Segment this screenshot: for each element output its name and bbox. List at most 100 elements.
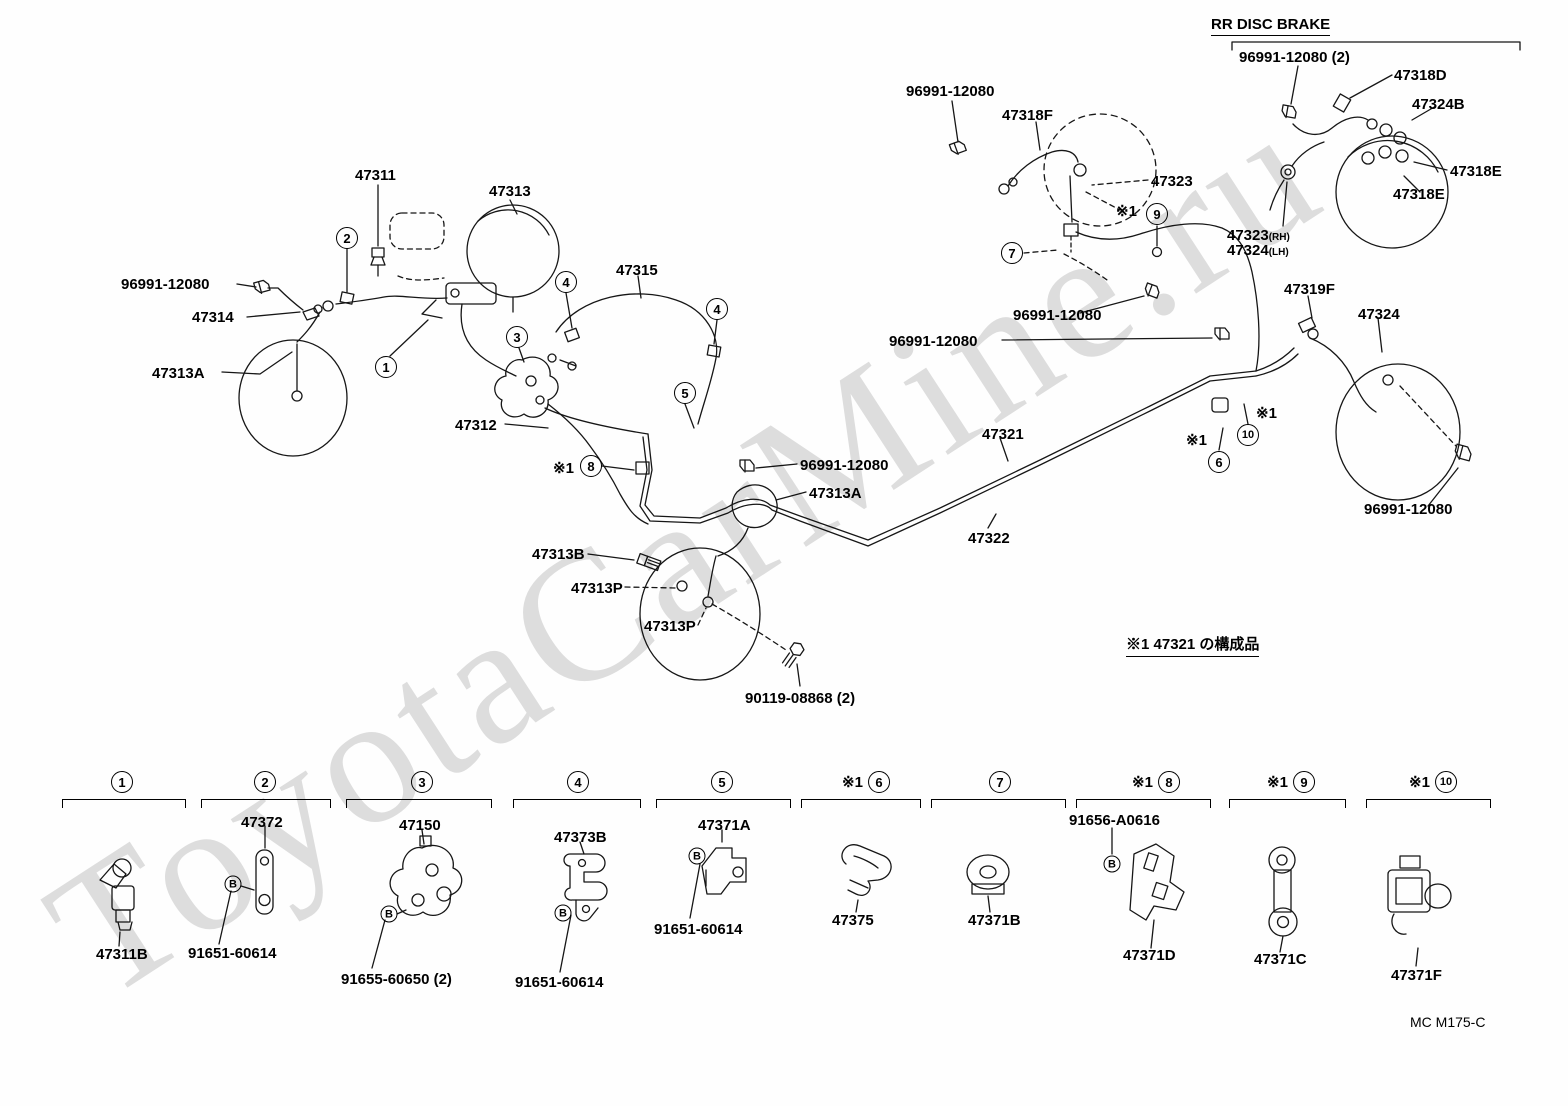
center-drum	[639, 547, 761, 681]
bolt-symbol-3: B	[380, 905, 398, 923]
legend-bracket-2	[201, 799, 331, 808]
legend-icon-47373B	[563, 853, 608, 922]
legend-callout-5: 5	[711, 771, 733, 793]
part-label: 96991-12080 (2)	[1239, 49, 1350, 66]
legend-icon-47371A	[701, 847, 747, 895]
part-label: 47313A	[152, 365, 205, 382]
legend-bracket-5	[656, 799, 791, 808]
callout-8: 8	[580, 455, 602, 477]
part-label-suffix: (LH)	[1268, 247, 1289, 258]
legend-icon-47375	[841, 844, 892, 896]
part-label: 47373B	[554, 829, 607, 846]
part-label: ※1	[1116, 203, 1137, 220]
rear-right-drum	[1335, 363, 1461, 501]
part-label: 96991-12080	[889, 333, 978, 350]
part-label: 96991-12080	[906, 83, 995, 100]
part-label: 47375	[832, 912, 874, 929]
legend-bracket-8	[1076, 799, 1211, 808]
part-label: 47313P	[571, 580, 623, 597]
rr-disc-brake-inset	[1231, 41, 1521, 249]
part-label: 47322	[968, 530, 1010, 547]
legend-star-10: ※1	[1409, 774, 1430, 791]
part-label: 91656-A0616	[1069, 812, 1160, 829]
legend-icon-47371B	[966, 854, 1010, 895]
callout-5: 5	[674, 382, 696, 404]
part-label: 47313A	[809, 485, 862, 502]
part-label: 91655-60650 (2)	[341, 971, 452, 988]
callout-3: 3	[506, 326, 528, 348]
bolt-symbol-4: B	[554, 904, 572, 922]
legend-group-2-header: 2	[254, 771, 276, 793]
callout-9: 9	[1146, 203, 1168, 225]
part-label: 47323(RH)	[1227, 227, 1290, 244]
part-label: 47311	[355, 167, 396, 184]
callout-10: 10	[1237, 424, 1259, 446]
part-label: 47311B	[96, 946, 148, 963]
rear-brake-lines	[544, 370, 1257, 547]
part-label: 96991-12080	[1364, 501, 1453, 518]
part-label: ※1	[1186, 432, 1207, 449]
callout-4: 4	[706, 298, 728, 320]
legend-callout-7: 7	[989, 771, 1011, 793]
legend-callout-2: 2	[254, 771, 276, 793]
part-label: 47371F	[1391, 967, 1442, 984]
bolt-symbol-2: B	[224, 875, 242, 893]
part-label: 47313B	[532, 546, 585, 563]
part-label: 96991-12080	[800, 457, 889, 474]
part-label: 96991-12080	[1013, 307, 1102, 324]
part-label: 47321	[982, 426, 1024, 443]
part-label: 47371B	[968, 912, 1021, 929]
legend-star-9: ※1	[1267, 774, 1288, 791]
footer-code: MC M175-C	[1410, 1014, 1486, 1030]
legend-bracket-9	[1229, 799, 1346, 808]
legend-callout-10: 10	[1434, 771, 1457, 793]
part-label: 47313	[489, 183, 531, 200]
legend-bracket-1	[62, 799, 186, 808]
part-label: 47318F	[1002, 107, 1053, 124]
legend-icon-47311B	[99, 858, 135, 931]
legend-callout-3: 3	[411, 771, 433, 793]
legend-callout-6: 6	[867, 771, 890, 793]
legend-group-7-header: 7	[989, 771, 1011, 793]
legend-bracket-6	[801, 799, 921, 808]
legend-group-1-header: 1	[111, 771, 133, 793]
part-label: 47323	[1151, 173, 1193, 190]
inset-title-rr-disc-brake: RR DISC BRAKE	[1211, 16, 1331, 36]
bolt-symbol-8: B	[1103, 855, 1121, 873]
legend-callout-1: 1	[111, 771, 133, 793]
part-label: 96991-12080	[121, 276, 210, 293]
legend-group-5-header: 5	[711, 771, 733, 793]
callout-4: 4	[555, 271, 577, 293]
part-label: 47150	[399, 817, 441, 834]
legend-star-8: ※1	[1132, 774, 1153, 791]
part-label: 47372	[241, 814, 283, 831]
legend-icon-47371C	[1268, 846, 1298, 937]
part-label: 47312	[455, 417, 497, 434]
part-label: 47371D	[1123, 947, 1176, 964]
part-label: 47315	[616, 262, 658, 279]
part-label: 91651-60614	[515, 974, 604, 991]
part-label: 47371A	[698, 817, 751, 834]
part-label: 47318E	[1393, 186, 1445, 203]
part-label: 47324B	[1412, 96, 1465, 113]
legend-icon-47371D	[1129, 843, 1185, 921]
part-label: 47371C	[1254, 951, 1307, 968]
callout-1: 1	[375, 356, 397, 378]
part-label: 47318E	[1450, 163, 1502, 180]
legend-star-6: ※1	[842, 774, 863, 791]
part-label: 91651-60614	[188, 945, 277, 962]
legend-callout-9: 9	[1292, 771, 1315, 793]
part-label: ※1	[553, 460, 574, 477]
legend-bracket-10	[1366, 799, 1491, 808]
part-label: 47318D	[1394, 67, 1447, 84]
legend-icon-47150	[389, 835, 463, 917]
legend-group-4-header: 4	[567, 771, 589, 793]
callout-7: 7	[1001, 242, 1023, 264]
